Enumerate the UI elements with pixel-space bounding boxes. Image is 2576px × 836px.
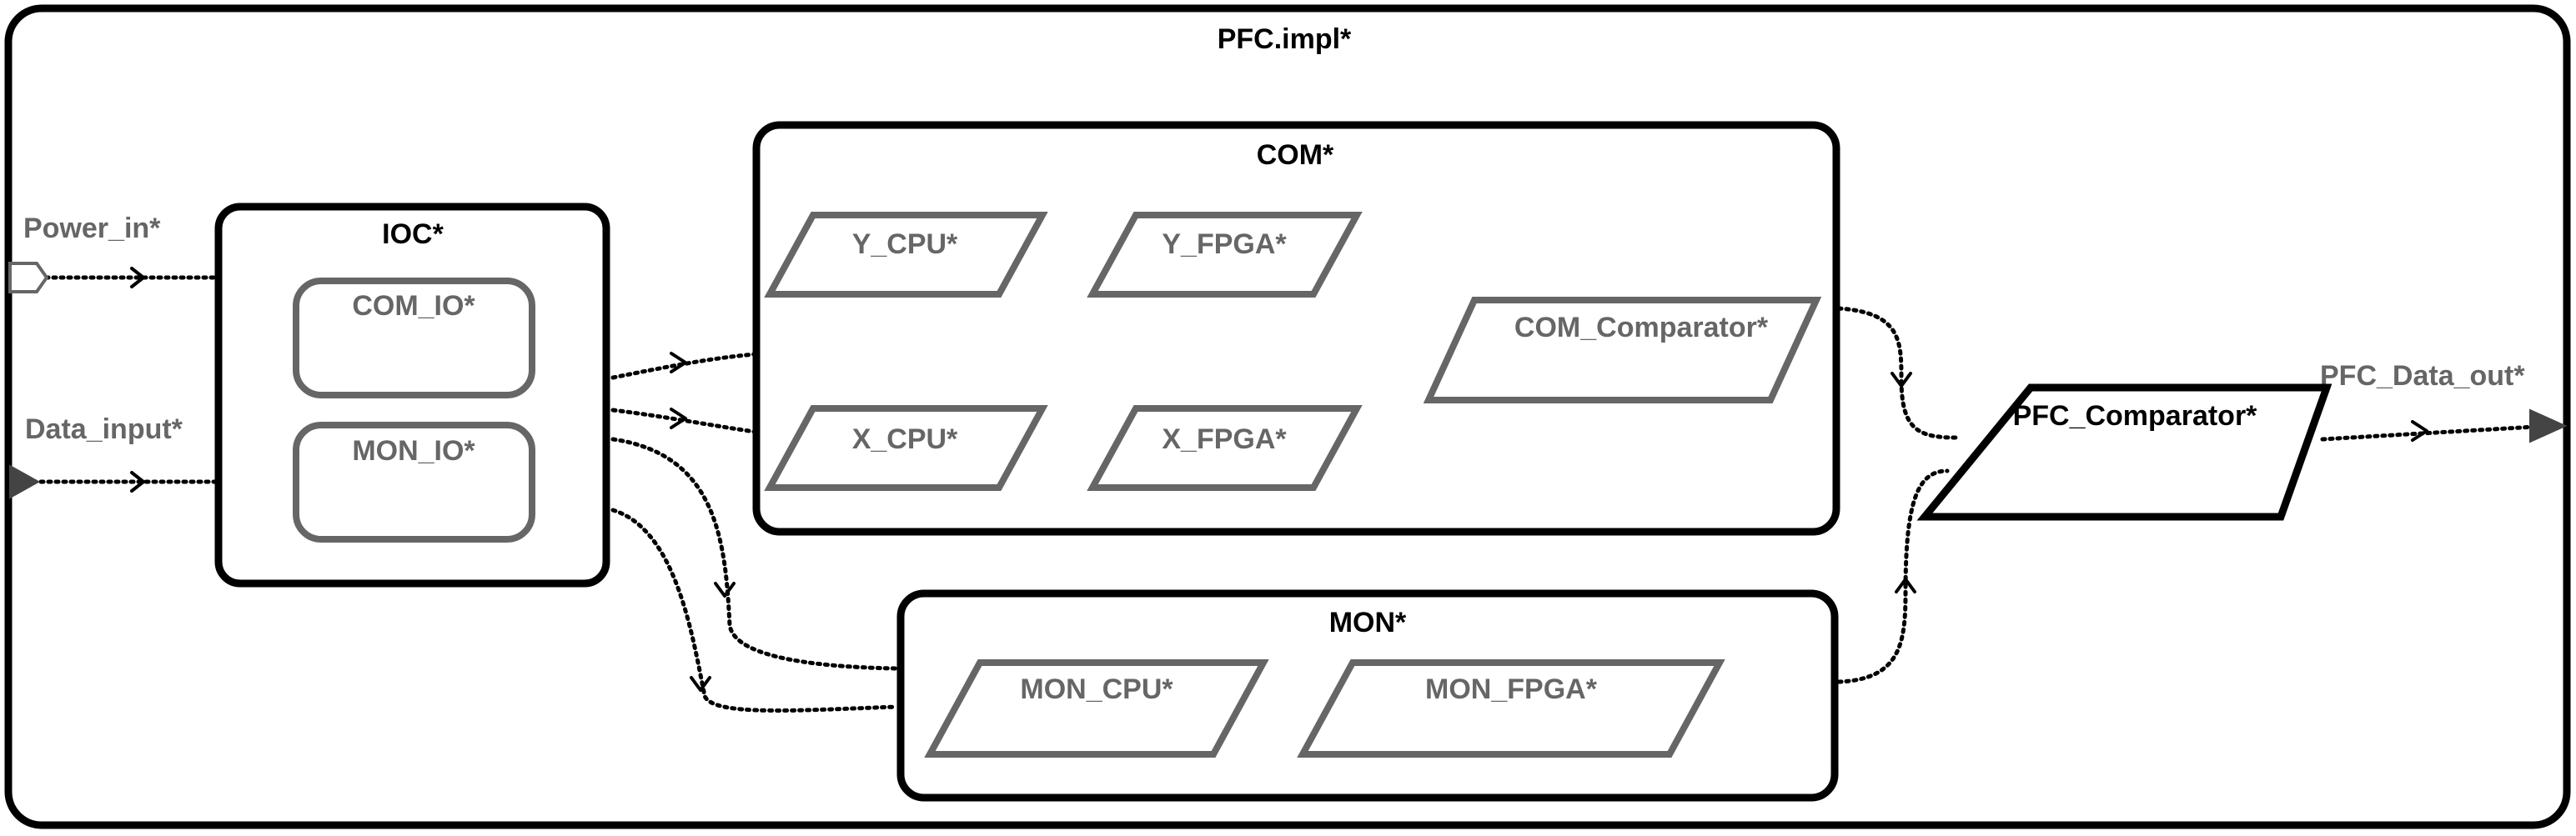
connection-com-pfc bbox=[1836, 306, 1958, 440]
data-input-label: Data_input* bbox=[25, 413, 183, 445]
y-fpga-block[interactable] bbox=[1087, 212, 1363, 298]
mon-cpu-label: MON_CPU* bbox=[1020, 673, 1173, 705]
connection-mon-pfc bbox=[1836, 468, 1950, 684]
data-out-port-icon[interactable] bbox=[2529, 408, 2568, 443]
arrow-right-icon bbox=[670, 408, 687, 429]
x-cpu-block[interactable] bbox=[764, 405, 1048, 491]
pfc-comparator-block[interactable] bbox=[1916, 383, 2332, 521]
power-in-label: Power_in* bbox=[23, 213, 161, 244]
mon-fpga-block[interactable] bbox=[1297, 659, 1725, 758]
arrow-right-icon bbox=[2411, 420, 2428, 442]
mon-io-block[interactable] bbox=[293, 422, 535, 543]
connection-ioc-com-upper bbox=[610, 352, 757, 380]
connection-ioc-mon-lower bbox=[610, 508, 899, 713]
arrow-down-icon bbox=[714, 582, 736, 598]
com-io-label: COM_IO* bbox=[352, 290, 475, 322]
mon-fpga-label: MON_FPGA* bbox=[1425, 673, 1598, 705]
system-title: PFC.impl* bbox=[1218, 23, 1352, 55]
ioc-title: IOC* bbox=[382, 218, 444, 250]
com-io-block[interactable] bbox=[293, 278, 535, 398]
arrow-right-icon bbox=[130, 267, 145, 288]
y-fpga-label: Y_FPGA* bbox=[1162, 228, 1287, 260]
com-comparator-label: COM_Comparator* bbox=[1514, 312, 1769, 343]
mon-title: MON* bbox=[1329, 607, 1407, 638]
data-input-port-icon[interactable] bbox=[9, 464, 41, 499]
arrow-up-icon bbox=[1895, 578, 1916, 593]
com-title: COM* bbox=[1257, 139, 1334, 171]
pfc-comparator-label: PFC_Comparator* bbox=[2013, 400, 2258, 432]
arrow-right-icon bbox=[670, 352, 687, 373]
connection-ioc-com-lower bbox=[610, 408, 757, 434]
connection-ioc-mon-upper bbox=[610, 437, 899, 671]
mon-cpu-block[interactable] bbox=[924, 659, 1269, 758]
data-out-label: PFC_Data_out* bbox=[2320, 360, 2525, 392]
arrow-down-icon bbox=[690, 676, 711, 692]
x-cpu-label: X_CPU* bbox=[852, 423, 958, 455]
y-cpu-block[interactable] bbox=[764, 212, 1048, 298]
arrow-down-icon bbox=[1891, 372, 1912, 388]
power-in-port-icon[interactable] bbox=[8, 262, 49, 293]
x-fpga-block[interactable] bbox=[1087, 405, 1363, 491]
mon-io-label: MON_IO* bbox=[352, 435, 475, 467]
x-fpga-label: X_FPGA* bbox=[1162, 423, 1287, 455]
connection-pfc-data-out bbox=[2320, 424, 2538, 442]
y-cpu-label: Y_CPU* bbox=[852, 228, 958, 260]
arrow-right-icon bbox=[130, 471, 145, 493]
com-comparator-block[interactable] bbox=[1423, 297, 1822, 403]
